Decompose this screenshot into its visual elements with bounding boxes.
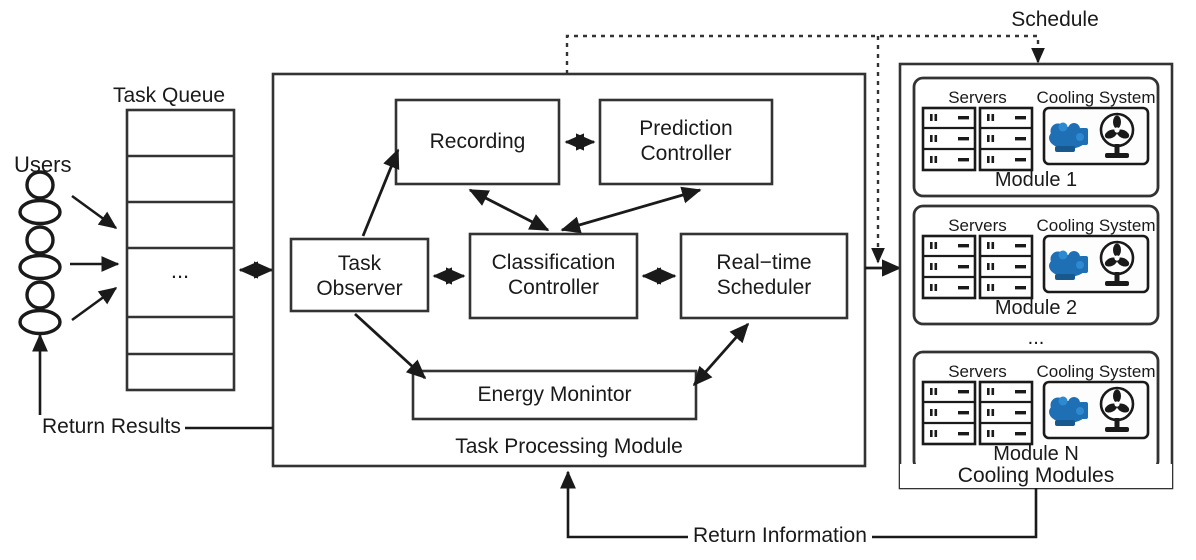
task-observer-box: [289, 237, 430, 313]
prediction-controller-label-line1: Prediction: [639, 117, 733, 140]
module-n-cooling-label: Cooling System: [1036, 362, 1156, 381]
cooling-modules-ellipsis: ...: [1027, 327, 1045, 349]
prediction-controller-label-line2: Controller: [640, 142, 732, 165]
module-n-group[interactable]: [912, 350, 1160, 472]
users-label: Users: [14, 152, 72, 177]
module-1-servers-label: Servers: [948, 88, 1007, 107]
real-time-scheduler-box: [679, 232, 849, 320]
task-queue-ellipsis: ...: [170, 258, 190, 283]
server-rack-icon: [921, 234, 977, 300]
module-2-label: Module 2: [994, 297, 1078, 319]
server-rack-icon: [921, 106, 977, 172]
user-icon: [18, 280, 62, 336]
real-time-scheduler-label-line1: Real−time: [716, 251, 812, 274]
pump-icon: [1049, 122, 1088, 152]
recording-box: [394, 98, 561, 186]
classification-controller-label-line2: Controller: [507, 276, 600, 299]
module-1-group[interactable]: [912, 76, 1160, 198]
pump-icon: [1049, 250, 1088, 280]
module-2-group[interactable]: [912, 204, 1160, 326]
user-icon: [18, 225, 62, 281]
module-internal-arrows: [354, 133, 750, 387]
pump-icon: [1049, 396, 1088, 426]
server-rack-icon: [921, 380, 977, 446]
fan-icon: [1099, 240, 1135, 286]
recording-label: Recording: [429, 130, 526, 153]
server-rack-icon: [978, 234, 1034, 300]
task-observer-label-line1: Task: [337, 252, 382, 275]
cooling-modules-label: Cooling Modules: [900, 464, 1172, 489]
real-time-scheduler-label-line2: Scheduler: [716, 276, 812, 299]
return-results-edge-label: Return Results: [38, 415, 185, 440]
server-rack-icon: [978, 380, 1034, 446]
server-rack-icon: [978, 106, 1034, 172]
users-to-queue-arrows: [70, 194, 120, 322]
fan-icon: [1099, 386, 1135, 432]
module-1-label: Module 1: [994, 169, 1078, 191]
task-queue-label: Task Queue: [113, 84, 226, 107]
schedule-dashed-path: [565, 34, 1045, 264]
module-2-servers-label: Servers: [948, 216, 1007, 235]
task-processing-module-label: Task Processing Module: [455, 435, 683, 458]
module-1-cooling-label: Cooling System: [1036, 88, 1156, 107]
schedule-edge-label: Schedule: [1000, 8, 1110, 33]
prediction-controller-box: [598, 98, 774, 186]
energy-monintor-box: [411, 369, 698, 421]
classification-controller-box: [468, 232, 639, 320]
classification-controller-label-line1: Classification: [491, 251, 616, 274]
task-observer-label-line2: Observer: [316, 277, 403, 300]
return-information-edge-label: Return Information: [688, 524, 872, 549]
energy-monintor-label: Energy Monintor: [477, 383, 632, 406]
module-n-servers-label: Servers: [948, 362, 1007, 381]
module-2-cooling-label: Cooling System: [1036, 216, 1156, 235]
user-icon: [18, 170, 62, 226]
fan-icon: [1099, 112, 1135, 158]
task-queue-box: [125, 108, 236, 392]
module-n-label: Module N: [993, 443, 1079, 465]
